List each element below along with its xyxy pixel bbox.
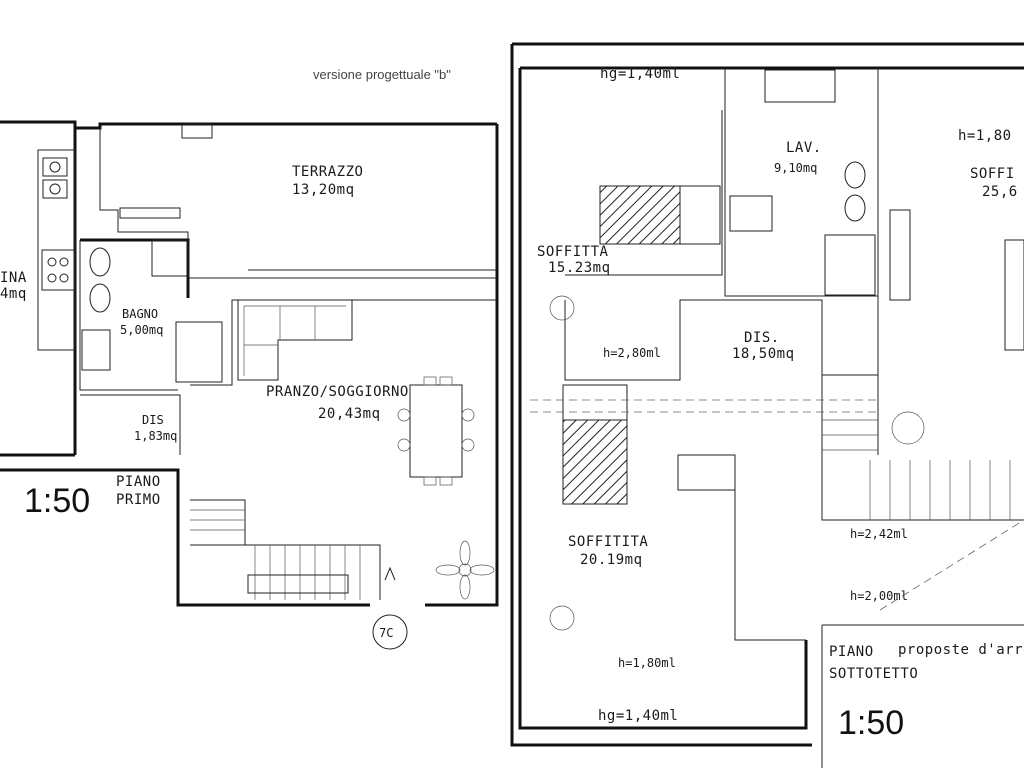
lav-area: 9,10mq xyxy=(774,161,817,175)
soffitta-right-h: h=1,80 xyxy=(958,128,1012,144)
first-floor-plan xyxy=(0,120,499,650)
h-180: h=1,80ml xyxy=(618,656,676,670)
soffitta1-area: 15.23mq xyxy=(548,260,611,276)
pranzo-area: 20,43mq xyxy=(318,406,381,422)
proposal-note: proposte d'arre xyxy=(898,642,1024,658)
dis-attic-area: 18,50mq xyxy=(732,346,795,362)
first-floor-title-1: PIANO xyxy=(116,474,161,490)
first-floor-scale: 1:50 xyxy=(24,482,90,520)
soffitta-right-label: SOFFI xyxy=(970,166,1015,182)
attic-floor-plan xyxy=(510,42,1024,768)
dis-area: 1,83mq xyxy=(134,429,177,443)
soffitta2-label: SOFFITITA xyxy=(568,534,648,550)
attic-scale: 1:50 xyxy=(838,704,904,742)
pranzo-label: PRANZO/SOGGIORNO xyxy=(266,384,409,400)
h-280: h=2,80ml xyxy=(603,346,661,360)
unit-tag: 7C xyxy=(379,626,393,640)
cucina-label: INA xyxy=(0,270,27,286)
attic-title-2: SOTTOTETTO xyxy=(829,666,918,682)
version-note: versione progettuale "b" xyxy=(313,67,451,82)
hg-bottom: hg=1,40ml xyxy=(598,708,678,724)
soffitta1-label: SOFFITTA xyxy=(537,244,609,260)
cucina-area: 4mq xyxy=(0,286,27,302)
dis-attic-label: DIS. xyxy=(744,330,780,346)
h-200: h=2,00ml xyxy=(850,589,908,603)
h-242: h=2,42ml xyxy=(850,527,908,541)
soffitta-right-area: 25,6 xyxy=(982,184,1018,200)
soffitta2-area: 20.19mq xyxy=(580,552,643,568)
bagno-area: 5,00mq xyxy=(120,323,163,337)
attic-title-1: PIANO xyxy=(829,644,874,660)
terrazzo-label: TERRAZZO xyxy=(292,164,363,180)
bagno-label: BAGNO xyxy=(122,307,158,321)
first-floor-title-2: PRIMO xyxy=(116,492,161,508)
hg-top: hg=1,40ml xyxy=(600,66,680,82)
lav-label: LAV. xyxy=(786,140,822,156)
dis-label: DIS xyxy=(142,413,164,427)
unit-tag-circle xyxy=(372,614,408,650)
terrazzo-area: 13,20mq xyxy=(292,182,355,198)
